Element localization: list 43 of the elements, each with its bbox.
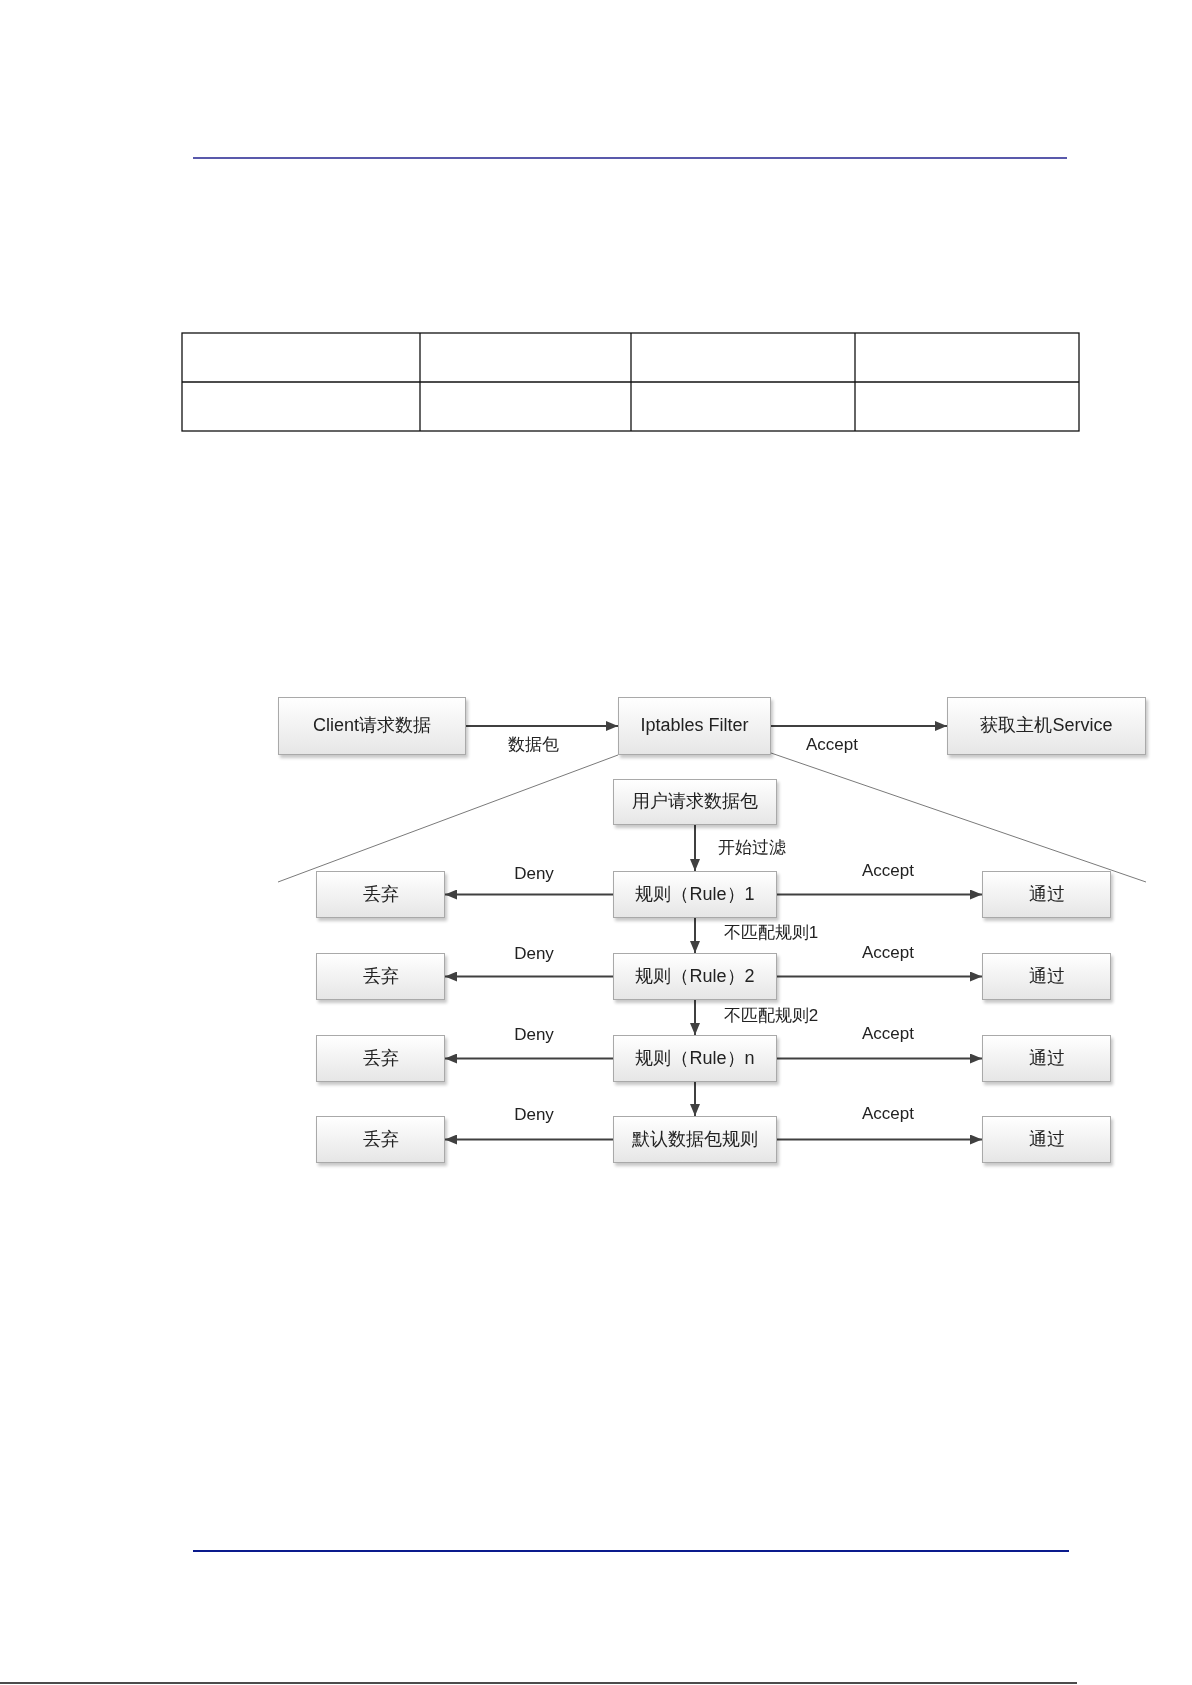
process-box: Iptables Filter: [618, 697, 771, 755]
arrow: [776, 971, 983, 982]
arrow: [776, 889, 983, 900]
arrow: [444, 1053, 614, 1064]
arrow: [444, 971, 614, 982]
process-box: 规则（Rule）2: [613, 953, 777, 1000]
process-box: 丢弃: [316, 871, 445, 918]
arrow: [690, 824, 700, 872]
arrow: [690, 917, 700, 954]
edge-label: Deny: [512, 944, 556, 964]
edge-label: Accept: [860, 1104, 916, 1124]
arrow: [444, 889, 614, 900]
arrow: [690, 999, 700, 1036]
edge-label: Accept: [860, 1024, 916, 1044]
process-box: 丢弃: [316, 1116, 445, 1163]
process-box: 获取主机Service: [947, 697, 1146, 755]
arrow: [444, 1134, 614, 1145]
process-box: 通过: [982, 1035, 1111, 1082]
arrow: [776, 1134, 983, 1145]
process-box: 规则（Rule）n: [613, 1035, 777, 1082]
edge-label: 不匹配规则2: [721, 1006, 821, 1026]
edge-label: Accept: [860, 943, 916, 963]
arrow: [776, 1053, 983, 1064]
process-box: 通过: [982, 1116, 1111, 1163]
process-box: 丢弃: [316, 1035, 445, 1082]
process-box: 用户请求数据包: [613, 779, 777, 825]
process-box: 丢弃: [316, 953, 445, 1000]
process-box: Client请求数据: [278, 697, 466, 755]
arrow: [770, 721, 948, 731]
arrow: [465, 721, 619, 731]
process-box: 通过: [982, 871, 1111, 918]
edge-label: Deny: [512, 864, 556, 884]
process-box: 通过: [982, 953, 1111, 1000]
edge-label: Deny: [512, 1105, 556, 1125]
edge-label: 数据包: [505, 735, 561, 755]
process-box: 规则（Rule）1: [613, 871, 777, 918]
process-box: 默认数据包规则: [613, 1116, 777, 1163]
edge-label: Accept: [860, 861, 916, 881]
edge-label: Accept: [804, 735, 860, 755]
edge-label: 不匹配规则1: [721, 923, 821, 943]
arrow: [690, 1081, 700, 1117]
edge-label: 开始过滤: [716, 838, 788, 858]
edge-label: Deny: [512, 1025, 556, 1045]
